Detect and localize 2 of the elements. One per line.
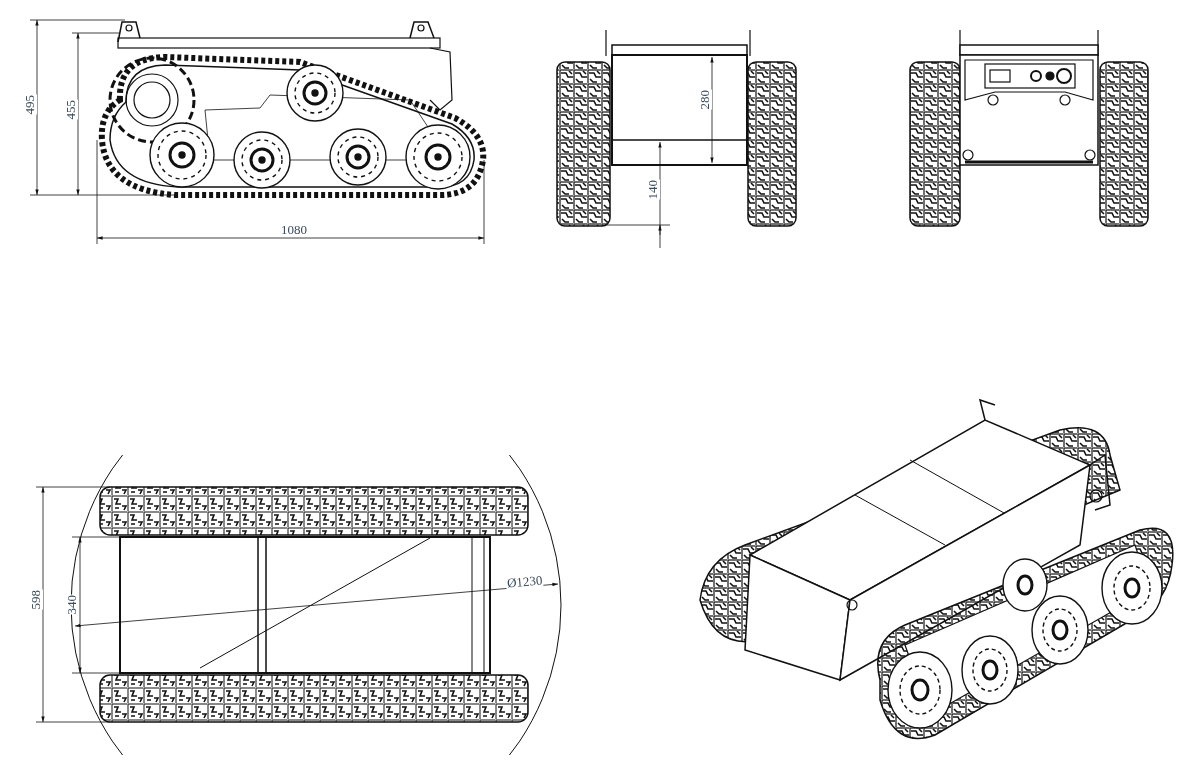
- dimension-text: 1080: [280, 223, 308, 236]
- dimension-text: Ø1230: [505, 573, 544, 590]
